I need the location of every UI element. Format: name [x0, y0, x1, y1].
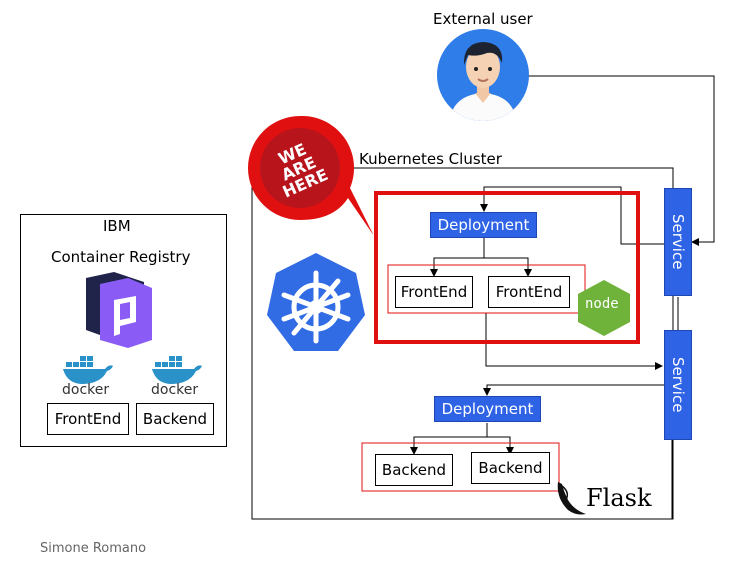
docker-label: docker	[151, 382, 199, 398]
location-pin-badge	[248, 115, 373, 234]
frontend-pod[interactable]: FrontEnd	[395, 276, 473, 308]
cluster-label: Kubernetes Cluster	[359, 150, 502, 168]
backend-pod[interactable]: Backend	[375, 454, 453, 486]
registry-title-ibm: IBM	[103, 217, 131, 235]
docker-label: docker	[62, 382, 110, 398]
user-to-service-line	[527, 75, 715, 246]
service-to-backend-deployment-line	[483, 384, 664, 396]
backend-deployment[interactable]: Deployment	[434, 396, 541, 422]
frontend-highlight-box	[374, 191, 640, 344]
nodejs-logo-icon	[578, 280, 630, 336]
flask-logo-text: Flask	[586, 484, 652, 512]
service-bottom[interactable]: Service	[664, 330, 692, 440]
container-registry-icon	[86, 272, 152, 348]
service-top[interactable]: Service	[664, 188, 692, 296]
user-avatar-icon	[437, 29, 529, 121]
registry-image-frontend: FrontEnd	[47, 403, 129, 435]
backend-pod-group	[361, 442, 560, 492]
docker-whale-icon	[63, 356, 113, 384]
frontend-to-service-line	[485, 313, 663, 370]
external-user-label: External user	[433, 10, 533, 28]
backend-deployment-split	[410, 423, 488, 455]
frontend-deployment-split-right	[484, 257, 532, 277]
backend-deployment-split-right	[487, 436, 514, 455]
registry-title: Container Registry	[51, 248, 191, 266]
docker-whale-icon	[152, 356, 202, 384]
author-credit: Simone Romano	[40, 541, 147, 556]
registry-panel	[20, 214, 227, 447]
backend-pod[interactable]: Backend	[471, 452, 550, 484]
frontend-pod[interactable]: FrontEnd	[488, 276, 570, 308]
frontend-deployment[interactable]: Deployment	[430, 212, 537, 238]
nodejs-logo-text: node	[585, 296, 619, 312]
kubernetes-logo-icon	[267, 253, 365, 351]
frontend-pod-group	[387, 264, 586, 314]
flask-logo-icon	[557, 482, 586, 515]
registry-image-backend: Backend	[136, 403, 214, 435]
frontend-deployment-split	[430, 238, 485, 277]
